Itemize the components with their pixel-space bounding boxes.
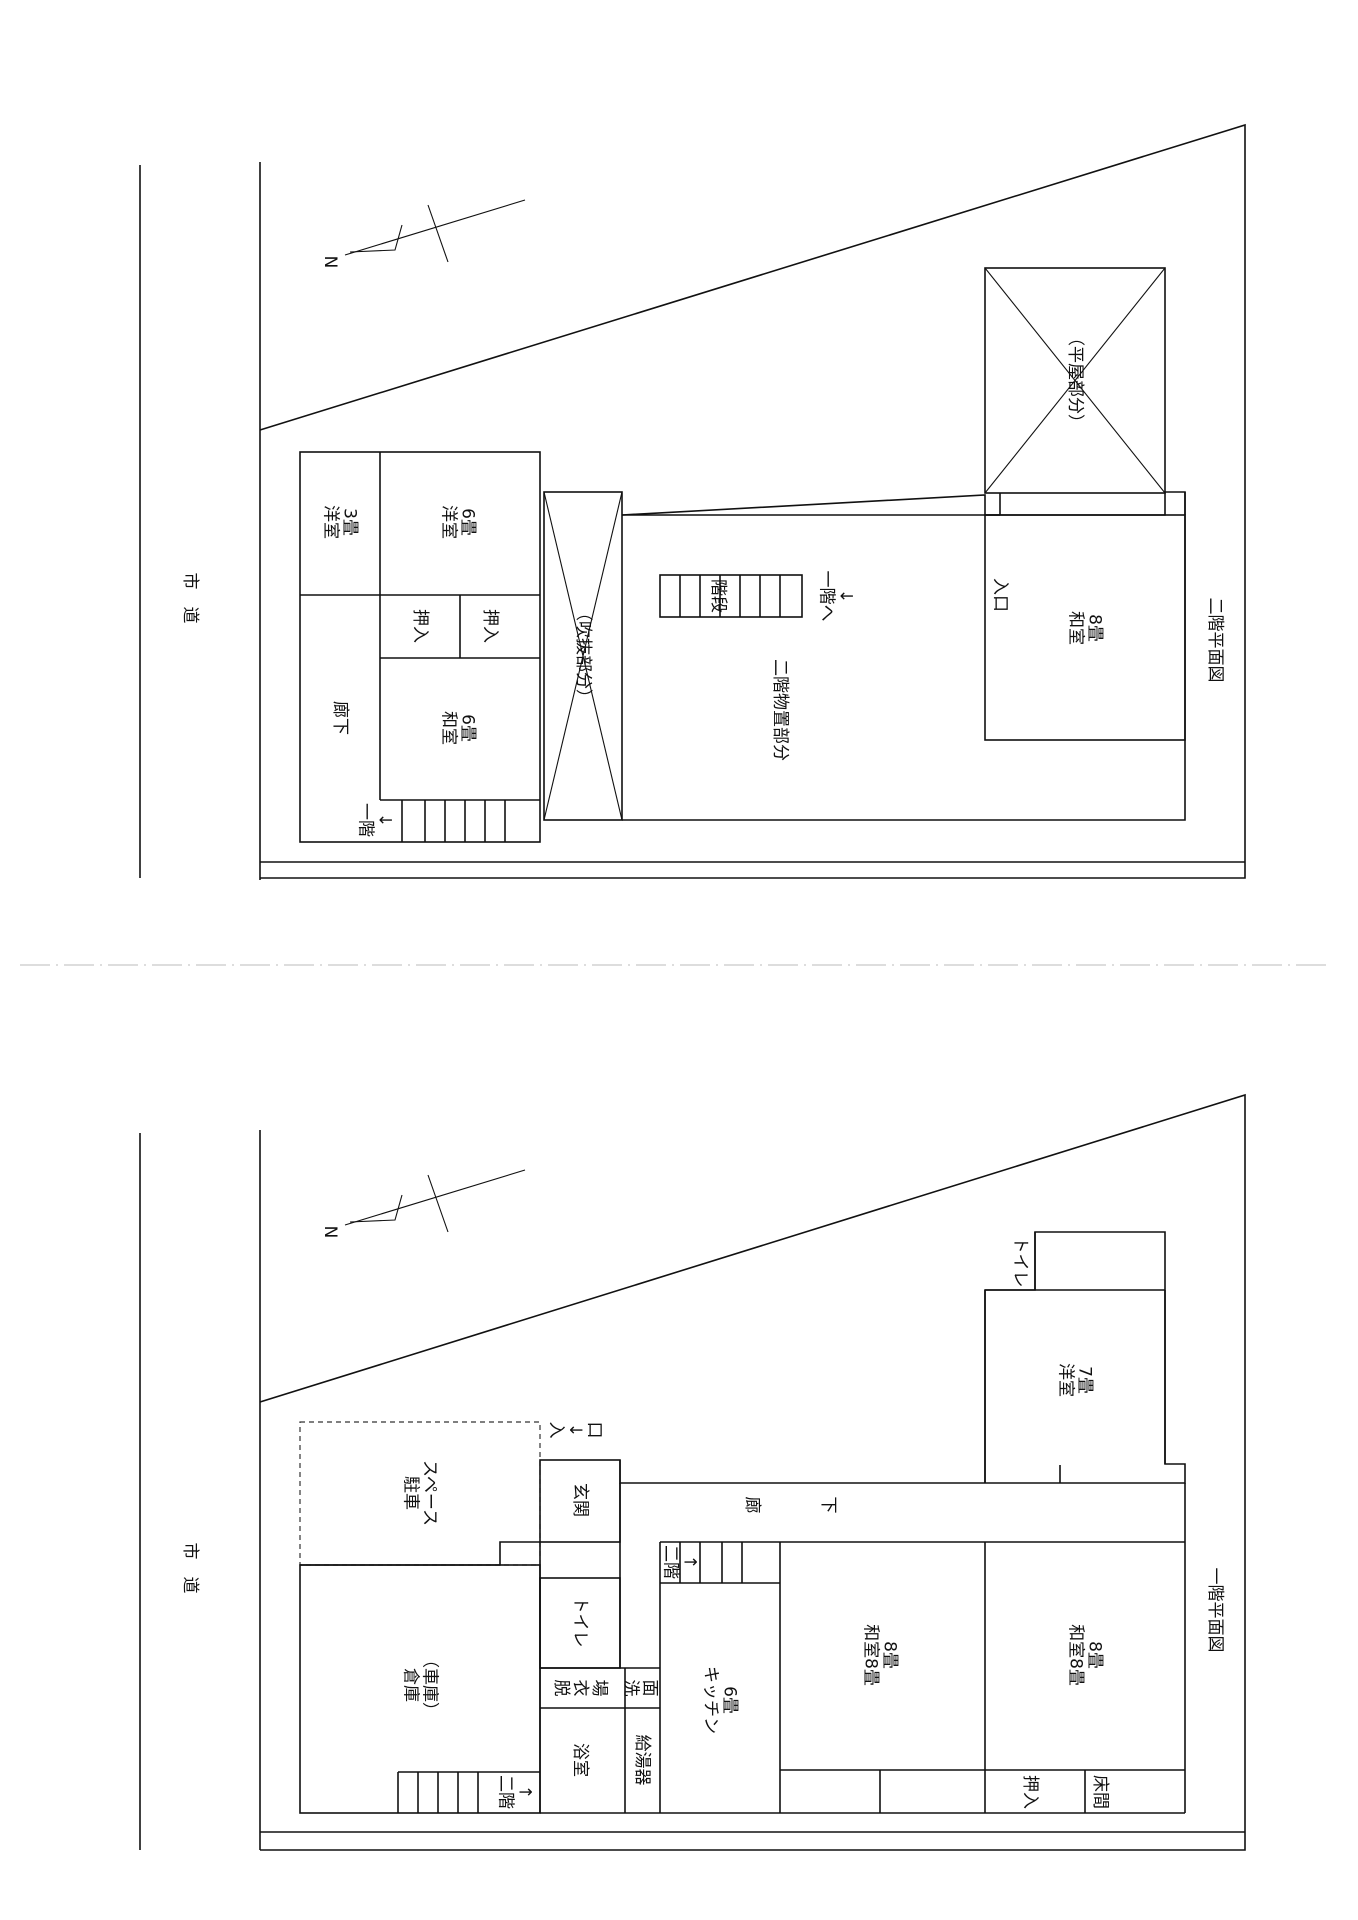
- floor2-room-oshiire-b: 押入: [480, 609, 500, 643]
- floor1-hallway-outline: [619, 1231, 1186, 1484]
- floor2-stair-left-label: 一階↓: [356, 803, 395, 837]
- floor2-stair-left: [401, 800, 506, 842]
- floor2-room-yoshitsu3: 洋室3畳: [321, 505, 360, 539]
- floor1-room-washitsu8b: 和室8畳8畳: [1066, 1624, 1105, 1686]
- floor1-stair-center: [660, 1542, 780, 1584]
- floor1-parking: [299, 1421, 541, 1566]
- floor2-void: [543, 491, 623, 821]
- floor2-entrance-label: 入口: [990, 578, 1010, 612]
- floor2-room-roka: 廊下: [330, 701, 350, 735]
- floor2-plan: [139, 123, 1246, 880]
- floor2-hiraya: [984, 267, 1166, 494]
- floor1-room-kitchen: キッチン6畳: [701, 1666, 740, 1734]
- floor1-room-kyutoki: 給湯器: [632, 1735, 652, 1786]
- floor1-room-genkan: 玄関: [570, 1483, 590, 1517]
- floor2-hiraya-label: （平屋部分）: [1065, 329, 1085, 431]
- floor2-room-yoshitsu6: 洋室6畳: [439, 505, 478, 539]
- floor2-storage-label: 二階物置部分: [770, 659, 790, 761]
- floor1-compass-n: N: [320, 1226, 340, 1239]
- floor2-stair-center-note: 一階へ↓: [817, 571, 856, 622]
- floor2-room-washitsu6: 和室6畳: [439, 711, 478, 745]
- floor2-caption: 二階平面図: [1205, 598, 1225, 683]
- floor1-room-tokonoma: 床間: [1090, 1775, 1110, 1809]
- floor1-plan: [139, 1093, 1246, 1851]
- floor1-room-yokushitsu: 浴室: [570, 1743, 590, 1777]
- floor1-entrance-note: 入↓口: [546, 1422, 604, 1439]
- floor1-compass: [344, 1169, 526, 1233]
- floor1-room-senmen: 洗面: [621, 1680, 660, 1697]
- floor2-left-block: [299, 451, 541, 843]
- floor1-stair-left-label: 二階↑: [496, 1775, 535, 1809]
- floor1-stair-left: [397, 1771, 540, 1813]
- floor2-compass: [344, 199, 526, 263]
- floor1-room-washitsu8a: 和室8畳8畳: [861, 1624, 900, 1686]
- floor2-washitsu8: [984, 514, 1186, 741]
- floor1-room-yoshitsu7: 洋室7畳: [1056, 1363, 1095, 1397]
- floor2-road-label: 市 道: [180, 573, 200, 624]
- floor1-stair-center-label: 二階↑: [661, 1545, 700, 1579]
- floor2-stair-center-label: 階段: [708, 579, 728, 613]
- floor2-room-washitsu8: 和室8畳: [1066, 611, 1105, 645]
- floor2-void-label: （吹抜部分）: [573, 604, 593, 706]
- floor1-road-label: 市 道: [180, 1543, 200, 1594]
- floor1-room-oshiire: 押入: [1020, 1775, 1040, 1809]
- floor2-lot-boundary: [259, 123, 1246, 879]
- floor1-caption: 一階平面図: [1205, 1568, 1225, 1653]
- floor1-room-souko: 倉庫（車庫）: [401, 1651, 440, 1719]
- floor1-room-toilet: トイレ: [570, 1597, 590, 1648]
- floor2-storage-outline: [621, 491, 1186, 821]
- floor2-stair-center: [659, 574, 803, 618]
- floor1-lot-boundary: [259, 1093, 1246, 1851]
- floor1-room-datsuijo: 脱衣場: [551, 1680, 609, 1697]
- floor1-room-parking: 駐車スペース: [401, 1460, 440, 1526]
- floor1-room-toilet-top: トイレ: [1010, 1237, 1030, 1288]
- floor2-room-oshiire-a: 押入: [410, 609, 430, 643]
- floor2-compass-n: N: [320, 256, 340, 269]
- floor1-room-roka: 廊下: [742, 1497, 838, 1514]
